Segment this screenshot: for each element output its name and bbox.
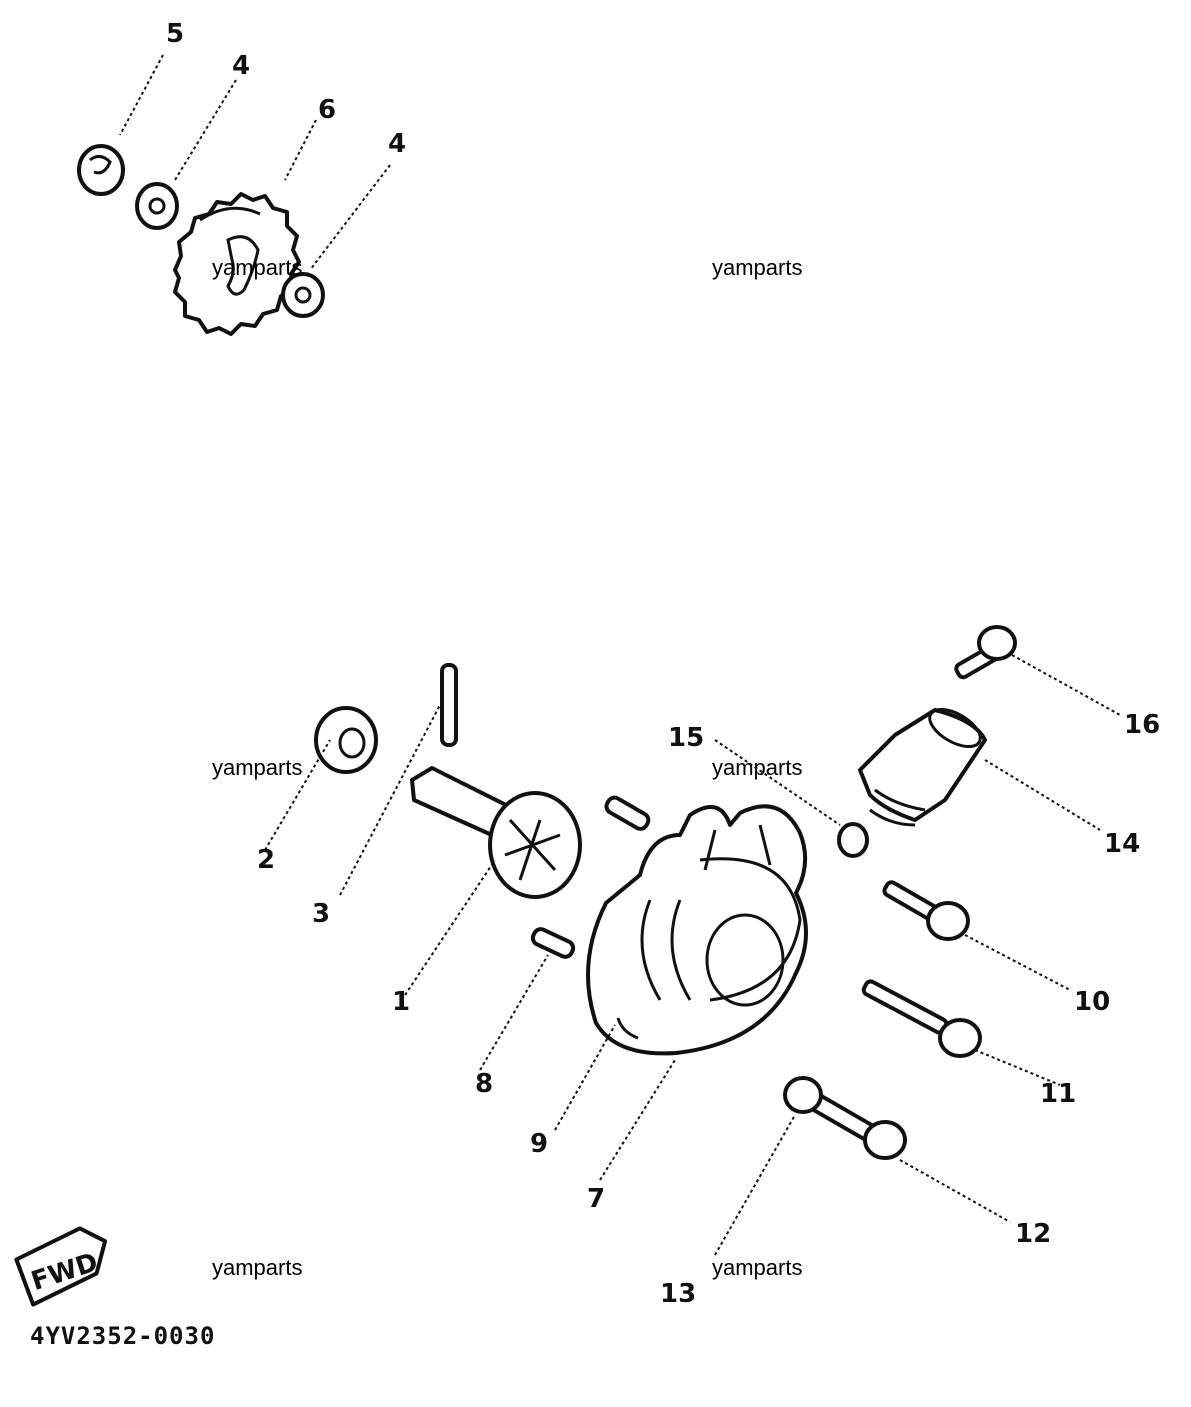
callout-4-upper: 4: [232, 51, 250, 81]
part-1-impeller-shaft: [410, 766, 582, 899]
callout-4-lower: 4: [388, 129, 406, 159]
part-8-dowel: [530, 927, 576, 959]
callout-6: 6: [318, 95, 336, 125]
callout-5: 5: [166, 19, 184, 49]
callout-9: 9: [530, 1129, 548, 1159]
part-10-bolt: [882, 880, 970, 941]
callout-15: 15: [668, 723, 704, 753]
part-7-pump-housing: [586, 804, 808, 1056]
part-2-bushing: [314, 706, 378, 774]
part-4-washer-upper: [135, 182, 179, 230]
callout-1: 1: [392, 987, 410, 1017]
part-16-bolt: [954, 625, 1017, 680]
part-9-o-ring: [616, 1017, 639, 1040]
callout-3: 3: [312, 899, 330, 929]
part-3-pin: [440, 663, 458, 747]
callout-12: 12: [1015, 1219, 1051, 1249]
part-13-washer: [783, 1076, 823, 1114]
part-15-o-ring: [837, 822, 869, 858]
callout-13: 13: [660, 1279, 696, 1309]
front-direction-badge: FWD: [14, 1226, 108, 1307]
part-6-gear: [173, 192, 301, 336]
callout-10: 10: [1074, 987, 1110, 1017]
part-5-nut: [77, 144, 125, 196]
part-4-washer-lower: [281, 272, 325, 318]
callout-16: 16: [1124, 710, 1160, 740]
callout-8: 8: [475, 1069, 493, 1099]
callout-14: 14: [1104, 829, 1140, 859]
part-11-bolt: [861, 979, 982, 1058]
callout-11: 11: [1040, 1079, 1076, 1109]
part-14-pipe: [858, 707, 987, 827]
callout-7: 7: [587, 1184, 605, 1214]
diagram-code: 4YV2352-0030: [30, 1322, 216, 1350]
callout-2: 2: [257, 845, 275, 875]
part-dowel-top: [604, 795, 651, 831]
